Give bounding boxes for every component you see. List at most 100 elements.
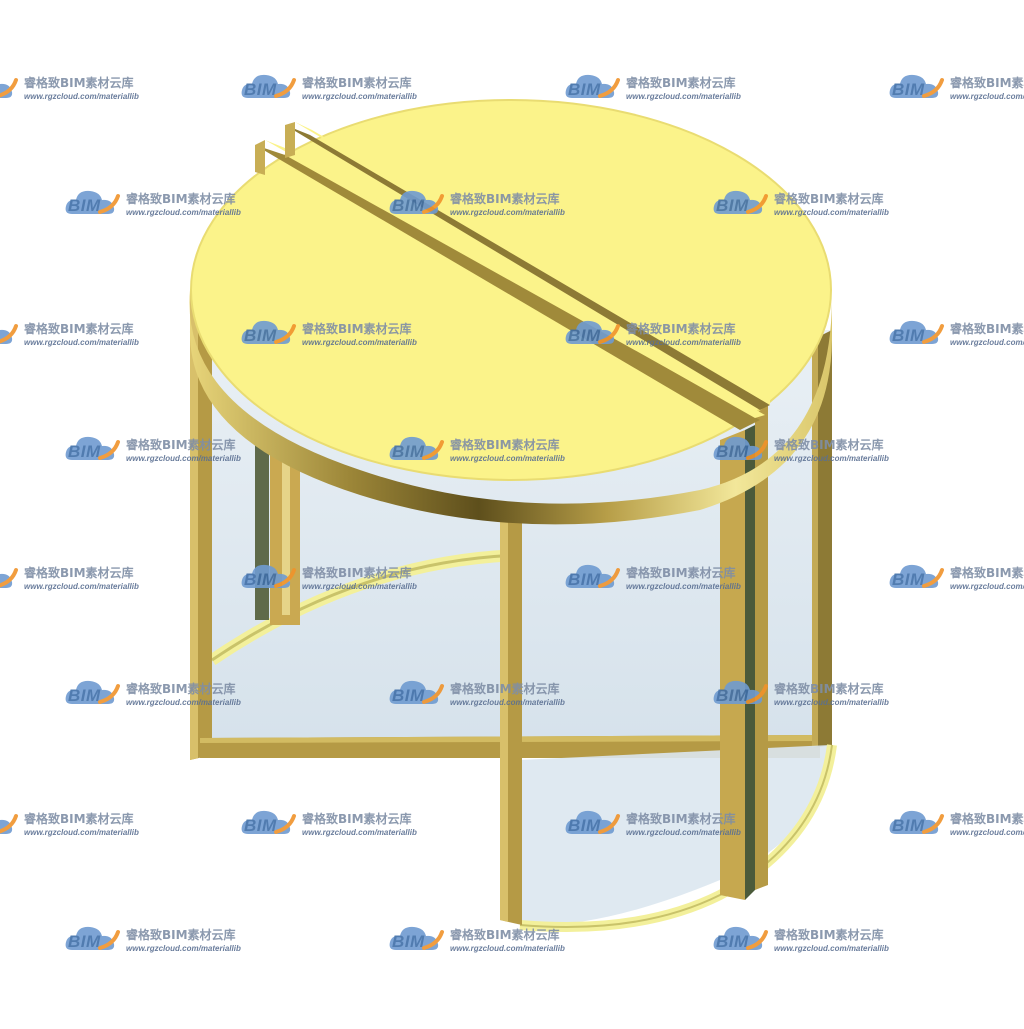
bim-logo-text: BIM bbox=[892, 570, 925, 589]
bim-logo: BIM bbox=[0, 806, 22, 840]
watermark: BIM 睿格致BIM素材云库 www.rgzcloud.com/material… bbox=[710, 922, 900, 956]
watermark-brand: 睿格致BIM素材云库 bbox=[774, 191, 884, 206]
bim-logo-text: BIM bbox=[392, 932, 425, 951]
bim-logo: BIM bbox=[886, 806, 948, 840]
cloud-icon bbox=[389, 190, 444, 214]
watermark-url: www.rgzcloud.com/materiallib bbox=[24, 337, 139, 347]
bim-logo: BIM bbox=[886, 316, 948, 350]
watermark-brand: 睿格致BIM素材云库 bbox=[24, 75, 134, 90]
bim-logo-text: BIM bbox=[716, 442, 749, 461]
watermark-brand: 睿格致BIM素材云库 bbox=[302, 75, 412, 90]
cloud-icon bbox=[889, 74, 944, 98]
watermark-brand: 睿格致BIM素材云库 bbox=[950, 811, 1024, 826]
cloud-icon bbox=[713, 436, 768, 460]
cloud-icon bbox=[0, 814, 18, 834]
watermark: BIM 睿格致BIM素材云库 www.rgzcloud.com/material… bbox=[386, 432, 576, 466]
watermark-url: www.rgzcloud.com/materiallib bbox=[626, 91, 741, 101]
bim-logo: BIM bbox=[62, 922, 124, 956]
bim-logo-text: BIM bbox=[716, 932, 749, 951]
watermark: BIM 睿格致BIM素材云库 www.rgzcloud.com/material… bbox=[0, 316, 150, 350]
bim-logo-text: BIM bbox=[392, 442, 425, 461]
cloud-icon bbox=[241, 810, 296, 834]
cloud-icon bbox=[713, 190, 768, 214]
cloud-icon bbox=[565, 74, 620, 98]
bim-logo-text: BIM bbox=[568, 326, 601, 345]
bim-logo: BIM bbox=[562, 560, 624, 594]
cloud-icon bbox=[713, 680, 768, 704]
bim-logo: BIM bbox=[710, 922, 772, 956]
bim-logo-text: BIM bbox=[68, 686, 101, 705]
watermark-brand: 睿格致BIM素材云库 bbox=[24, 811, 134, 826]
watermark-url: www.rgzcloud.com/materiallib bbox=[774, 943, 889, 953]
watermark-url: www.rgzcloud.com/materiallib bbox=[126, 697, 241, 707]
watermark-brand: 睿格致BIM素材云库 bbox=[126, 437, 236, 452]
watermark-url: www.rgzcloud.com/materiallib bbox=[126, 453, 241, 463]
watermark-brand: 睿格致BIM素材云库 bbox=[450, 681, 560, 696]
watermark-brand: 睿格致BIM素材云库 bbox=[950, 565, 1024, 580]
watermark: BIM 睿格致BIM素材云库 www.rgzcloud.com/material… bbox=[562, 316, 752, 350]
watermark-url: www.rgzcloud.com/materiallib bbox=[774, 453, 889, 463]
bim-logo: BIM bbox=[238, 316, 300, 350]
bim-logo: BIM bbox=[238, 70, 300, 104]
bim-logo: BIM bbox=[386, 922, 448, 956]
bim-logo-text: BIM bbox=[568, 570, 601, 589]
watermark: BIM 睿格致BIM素材云库 www.rgzcloud.com/material… bbox=[886, 70, 1024, 104]
bim-logo: BIM bbox=[386, 676, 448, 710]
cloud-icon bbox=[565, 564, 620, 588]
bim-logo-text: BIM bbox=[892, 80, 925, 99]
watermark-url: www.rgzcloud.com/materiallib bbox=[626, 581, 741, 591]
bim-logo: BIM bbox=[0, 316, 22, 350]
watermark-url: www.rgzcloud.com/materiallib bbox=[950, 827, 1024, 837]
bim-logo: BIM bbox=[238, 806, 300, 840]
bim-logo-text: BIM bbox=[392, 196, 425, 215]
watermark-brand: 睿格致BIM素材云库 bbox=[626, 321, 736, 336]
bim-logo: BIM bbox=[238, 560, 300, 594]
watermark-brand: 睿格致BIM素材云库 bbox=[626, 811, 736, 826]
cloud-icon bbox=[241, 74, 296, 98]
watermark-url: www.rgzcloud.com/materiallib bbox=[950, 581, 1024, 591]
watermark-url: www.rgzcloud.com/materiallib bbox=[950, 337, 1024, 347]
watermark-url: www.rgzcloud.com/materiallib bbox=[626, 827, 741, 837]
watermark-url: www.rgzcloud.com/materiallib bbox=[24, 827, 139, 837]
cloud-icon bbox=[65, 190, 120, 214]
watermark-brand: 睿格致BIM素材云库 bbox=[626, 565, 736, 580]
cloud-icon bbox=[889, 564, 944, 588]
watermark-brand: 睿格致BIM素材云库 bbox=[450, 191, 560, 206]
cloud-icon bbox=[65, 436, 120, 460]
bim-logo-text: BIM bbox=[716, 196, 749, 215]
bim-logo: BIM bbox=[62, 676, 124, 710]
watermark: BIM 睿格致BIM素材云库 www.rgzcloud.com/material… bbox=[62, 432, 252, 466]
watermark: BIM 睿格致BIM素材云库 www.rgzcloud.com/material… bbox=[562, 560, 752, 594]
bim-logo-text: BIM bbox=[68, 196, 101, 215]
bim-logo-text: BIM bbox=[244, 326, 277, 345]
bim-logo: BIM bbox=[710, 186, 772, 220]
watermark-brand: 睿格致BIM素材云库 bbox=[450, 437, 560, 452]
cloud-icon bbox=[565, 320, 620, 344]
watermark: BIM 睿格致BIM素材云库 www.rgzcloud.com/material… bbox=[0, 806, 150, 840]
watermark-brand: 睿格致BIM素材云库 bbox=[302, 811, 412, 826]
watermark-brand: 睿格致BIM素材云库 bbox=[126, 681, 236, 696]
bim-logo: BIM bbox=[886, 70, 948, 104]
bim-logo: BIM bbox=[0, 70, 22, 104]
cloud-icon bbox=[65, 680, 120, 704]
watermark: BIM 睿格致BIM素材云库 www.rgzcloud.com/material… bbox=[238, 560, 428, 594]
bim-logo: BIM bbox=[62, 432, 124, 466]
watermark: BIM 睿格致BIM素材云库 www.rgzcloud.com/material… bbox=[562, 806, 752, 840]
floor-ring bbox=[208, 549, 521, 665]
watermark-brand: 睿格致BIM素材云库 bbox=[126, 191, 236, 206]
bim-logo: BIM bbox=[710, 676, 772, 710]
watermark-url: www.rgzcloud.com/materiallib bbox=[774, 697, 889, 707]
watermark: BIM 睿格致BIM素材云库 www.rgzcloud.com/material… bbox=[238, 70, 428, 104]
bim-logo: BIM bbox=[710, 432, 772, 466]
cloud-icon bbox=[65, 926, 120, 950]
bim-logo-text: BIM bbox=[68, 932, 101, 951]
watermark: BIM 睿格致BIM素材云库 www.rgzcloud.com/material… bbox=[62, 922, 252, 956]
watermark-url: www.rgzcloud.com/materiallib bbox=[302, 581, 417, 591]
watermark-url: www.rgzcloud.com/materiallib bbox=[302, 827, 417, 837]
bim-logo: BIM bbox=[562, 70, 624, 104]
bim-logo-text: BIM bbox=[892, 326, 925, 345]
bim-logo-text: BIM bbox=[244, 80, 277, 99]
front-center-post bbox=[500, 505, 522, 925]
bim-logo-text: BIM bbox=[568, 80, 601, 99]
